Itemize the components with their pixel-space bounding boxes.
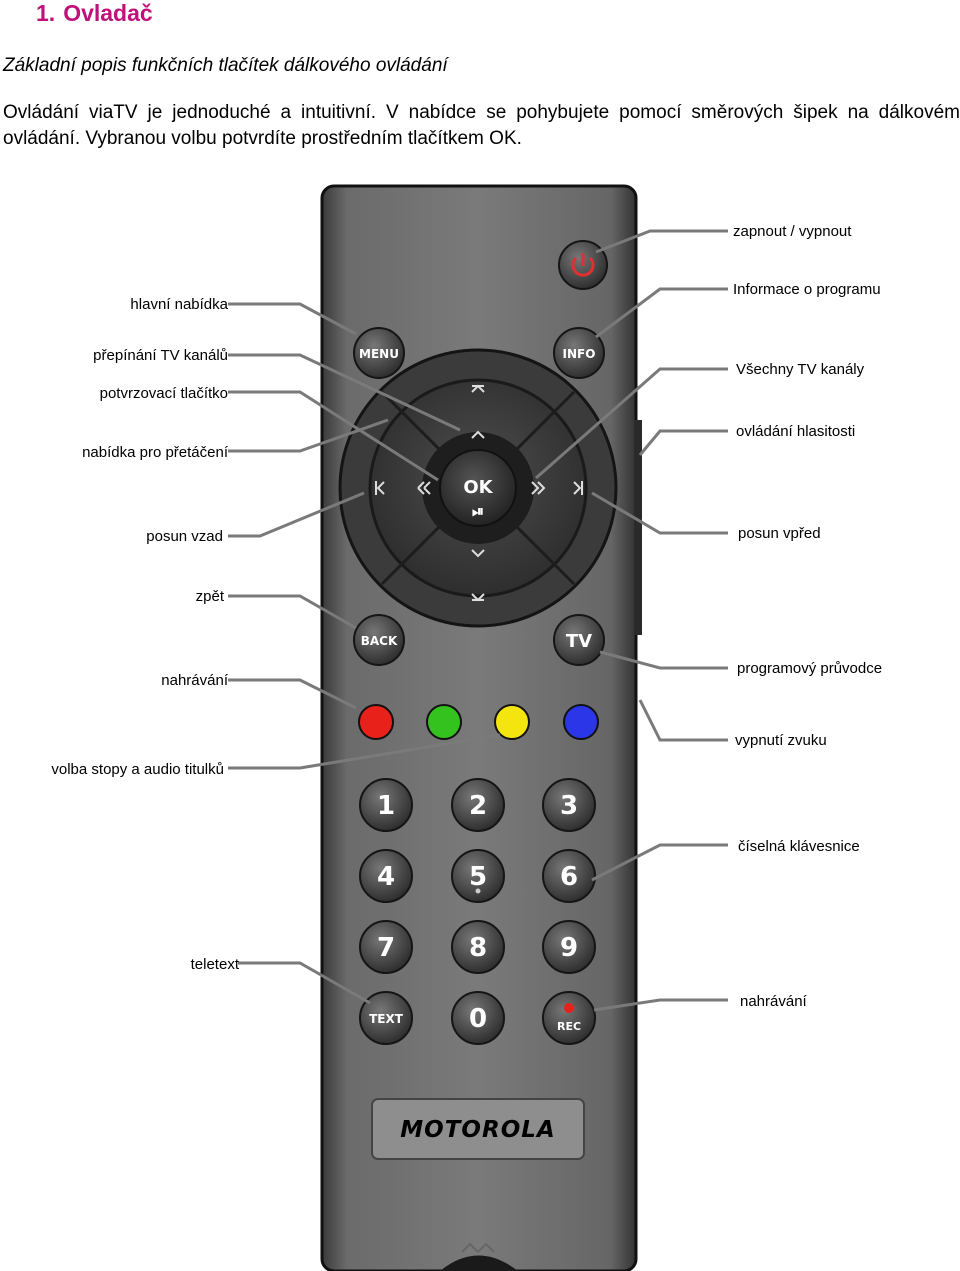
digit-label: 3: [560, 791, 578, 821]
intro-paragraph: Ovládání viaTV je jednoduché a intuitivn…: [3, 102, 960, 149]
digit-label: 0: [469, 1004, 487, 1034]
digit-button-2[interactable]: 2: [451, 778, 505, 832]
digit-label: 5: [469, 862, 487, 892]
tactile-dot: [475, 888, 481, 894]
digit-button-8[interactable]: 8: [451, 920, 505, 974]
rewind-icon[interactable]: [417, 481, 431, 495]
navigation-pad[interactable]: OK ⏯: [338, 348, 618, 628]
yellow-button[interactable]: [494, 704, 530, 740]
label-volume: ovládání hlasitosti: [736, 423, 855, 440]
menu-button[interactable]: MENU: [353, 327, 405, 379]
digit-button-5[interactable]: 5: [451, 849, 505, 903]
digit-button-0[interactable]: 0: [451, 991, 505, 1045]
digit-label: 6: [560, 862, 578, 892]
digit-button-7[interactable]: 7: [359, 920, 413, 974]
rec-button-label: REC: [557, 1020, 581, 1033]
label-mute: vypnutí zvuku: [735, 732, 827, 749]
label-back: zpět: [196, 588, 225, 605]
play-pause-icon: ⏯: [472, 502, 484, 520]
ok-button-label: OK: [463, 477, 493, 498]
digit-button-1[interactable]: 1: [359, 778, 413, 832]
arrow-up-icon[interactable]: [471, 430, 485, 439]
arrow-down-icon[interactable]: [471, 549, 485, 558]
digit-button-3[interactable]: 3: [542, 778, 596, 832]
digit-button-9[interactable]: 9: [542, 920, 596, 974]
label-info: Informace o programu: [733, 281, 881, 298]
label-all-channels: Všechny TV kanály: [736, 361, 865, 378]
skip-forward-icon[interactable]: [573, 481, 583, 495]
label-recording-bottom: nahrávání: [740, 993, 808, 1010]
label-recording-top: nahrávání: [161, 672, 229, 689]
label-power: zapnout / vypnout: [733, 223, 852, 240]
back-button-label: BACK: [361, 634, 398, 648]
info-button[interactable]: INFO: [553, 327, 605, 379]
power-icon: [571, 256, 595, 277]
page-up-icon[interactable]: [471, 384, 485, 393]
menu-button-label: MENU: [359, 347, 399, 361]
digit-label: 8: [469, 933, 487, 963]
label-forward: posun vpřed: [738, 525, 821, 542]
label-menu: hlavní nabídka: [130, 296, 228, 313]
record-icon: [564, 1003, 574, 1013]
green-button[interactable]: [426, 704, 462, 740]
digit-button-6[interactable]: 6: [542, 849, 596, 903]
digit-label: 1: [377, 791, 395, 821]
digit-label: 2: [469, 791, 487, 821]
brand-plate: MOTOROLA: [371, 1098, 585, 1160]
label-confirm: potvrzovací tlačítko: [100, 385, 228, 402]
digit-label: 9: [560, 933, 578, 963]
digit-button-4[interactable]: 4: [359, 849, 413, 903]
label-guide: programový průvodce: [737, 660, 882, 677]
label-teletext: teletext: [191, 956, 240, 973]
fast-forward-icon[interactable]: [531, 481, 546, 495]
digit-label: 7: [377, 933, 395, 963]
callout-labels: zapnout / vypnout Informace o programu h…: [51, 223, 882, 1010]
numeric-keypad: 1 2 3 4 5 6 7 8 9 0: [359, 778, 596, 1045]
label-numpad: číselná klávesnice: [738, 838, 860, 855]
color-buttons: [358, 704, 599, 740]
rec-button[interactable]: REC: [542, 991, 596, 1045]
label-playback: nabídka pro přetáčení: [82, 444, 229, 461]
text-button[interactable]: TEXT: [359, 991, 413, 1045]
blue-button[interactable]: [563, 704, 599, 740]
red-button[interactable]: [358, 704, 394, 740]
section-heading: 1. Ovladač: [36, 0, 153, 27]
text-button-label: TEXT: [369, 1012, 404, 1026]
page-down-icon[interactable]: [471, 593, 485, 602]
label-rewind: posun vzad: [146, 528, 223, 545]
subtitle: Základní popis funkčních tlačítek dálkov…: [3, 55, 448, 76]
callout-lines: [228, 229, 728, 1012]
label-channels: přepínání TV kanálů: [93, 347, 228, 364]
digit-label: 4: [377, 862, 395, 892]
ok-button[interactable]: [439, 449, 517, 527]
info-button-label: INFO: [563, 347, 596, 361]
tv-button-label: TV: [566, 631, 592, 652]
side-volume-rocker[interactable]: [634, 420, 642, 635]
brand-logo: MOTOROLA: [400, 1117, 555, 1143]
label-audio-subtitles: volba stopy a audio titulků: [51, 761, 224, 778]
skip-back-icon[interactable]: [375, 481, 385, 495]
back-button[interactable]: BACK: [353, 614, 405, 666]
section-title: Ovladač: [63, 0, 153, 26]
power-button[interactable]: [558, 240, 608, 290]
section-number: 1.: [36, 0, 56, 26]
tv-button[interactable]: TV: [553, 614, 605, 666]
